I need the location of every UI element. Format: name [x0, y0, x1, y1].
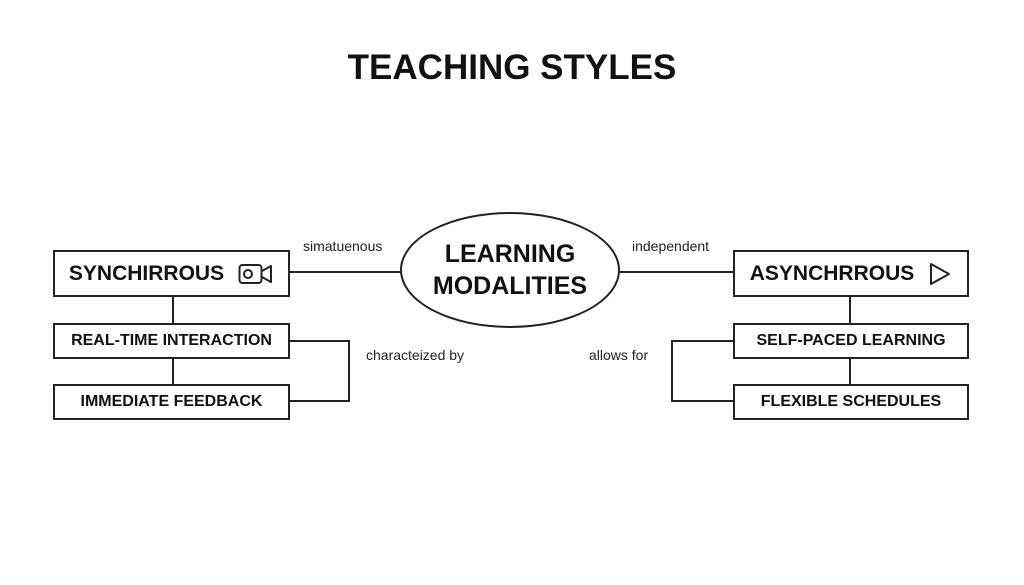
video-camera-icon: [238, 263, 274, 285]
independent-label: independent: [632, 238, 710, 254]
central-node-line2: MODALITIES: [432, 272, 588, 300]
asynchronous-label: ASYNCHRROUS: [749, 261, 915, 285]
central-node: LEARNING MODALITIES: [400, 212, 620, 328]
characterized-by-label: characteized by: [366, 347, 465, 363]
real-time-interaction-node: REAL-TIME INTERACTION: [53, 323, 290, 359]
asynchronous-node: ASYNCHRROUS: [733, 250, 969, 297]
self-paced-learning-node: SELF-PACED LEARNING: [733, 323, 969, 359]
synchronous-label: SYNCHIRROUS: [68, 261, 225, 285]
play-icon: [928, 262, 952, 286]
simultaneous-label: simatuenous: [303, 238, 383, 254]
flexible-schedules-node: FLEXIBLE SCHEDULES: [733, 384, 969, 420]
synchronous-node: SYNCHIRROUS: [53, 250, 290, 297]
diagram-title: TEACHING STYLES: [347, 48, 677, 87]
central-node-line1: LEARNING: [444, 240, 576, 268]
allows-for-label: allows for: [589, 347, 649, 363]
immediate-feedback-node: IMMEDIATE FEEDBACK: [53, 384, 290, 420]
